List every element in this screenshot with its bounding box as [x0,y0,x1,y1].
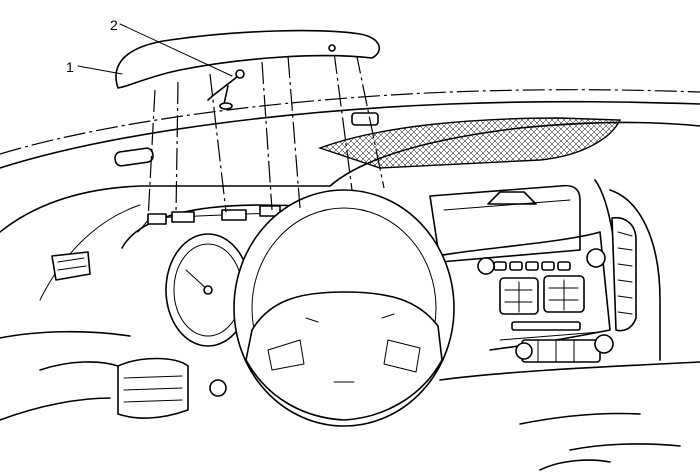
lower-dash [439,361,700,471]
light-sensor [114,147,154,167]
callout-2-label: 2 [110,17,118,33]
callout-leaders [77,23,233,77]
cluster-cover-part [115,29,381,89]
left-door-panel [0,330,227,421]
side-window-vent [51,251,91,281]
tachometer-gauge [165,233,251,347]
center-stack [419,179,661,363]
steering-wheel [233,189,455,427]
defroster-grille [317,117,622,169]
left-air-vent [117,357,189,419]
windshield-edge [0,89,700,169]
right-air-vent [611,216,637,332]
center-display [429,184,581,263]
guide-lines [147,51,385,221]
sensor-button [351,112,379,126]
callout-1-label: 1 [66,59,74,75]
fastener-part [207,69,245,110]
